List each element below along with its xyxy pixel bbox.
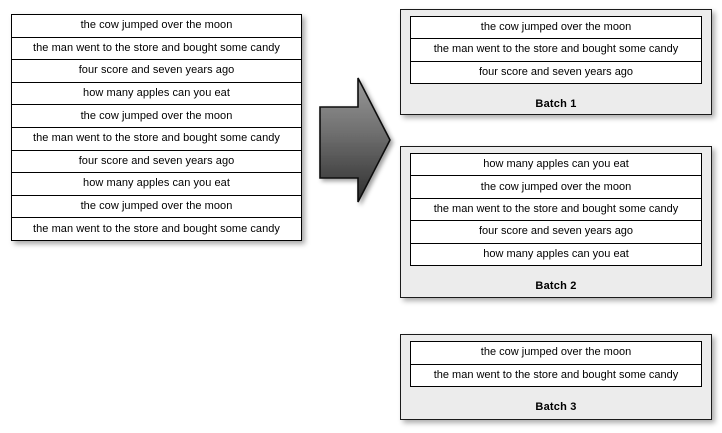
batch-1-label: Batch 1 — [535, 98, 577, 110]
sentence-row: four score and seven years ago — [411, 221, 701, 244]
sentence-row: the cow jumped over the moon — [12, 105, 301, 128]
sentence-row: how many apples can you eat — [483, 247, 629, 260]
sentence-row: four score and seven years ago — [478, 65, 634, 78]
batch-2-label: Batch 2 — [535, 280, 577, 292]
batch-3-sentence-list: the cow jumped over the moon the man went… — [410, 341, 702, 387]
sentence-row: four score and seven years ago — [12, 151, 301, 174]
sentence-row: how many apples can you eat — [12, 83, 301, 106]
sentence-row: the man went to the store and bought som… — [411, 39, 701, 62]
batch-3-label: Batch 3 — [535, 401, 577, 413]
sentence-row: how many apples can you eat — [12, 173, 301, 196]
sentence-row: four score and seven years ago — [12, 60, 301, 83]
sentence-row: the cow jumped over the moon — [411, 176, 701, 199]
right-block-arrow-icon — [312, 70, 398, 210]
sentence-row: the man went to the store and bought som… — [12, 38, 301, 61]
sentence-row: the cow jumped over the moon — [12, 15, 301, 38]
batch-panel-3: the cow jumped over the moon the man went… — [400, 334, 712, 420]
sentence-row: the man went to the store and bought som… — [12, 128, 301, 151]
sentence-row: the cow jumped over the moon — [12, 196, 301, 219]
sentence-row: the man went to the store and bought som… — [433, 368, 679, 381]
sentence-row: the man went to the store and bought som… — [33, 222, 280, 235]
sentence-row: the cow jumped over the moon — [411, 342, 701, 365]
sentence-row: how many apples can you eat — [411, 154, 701, 177]
sentence-row: the cow jumped over the moon — [411, 17, 701, 40]
sentence-row: the man went to the store and bought som… — [411, 199, 701, 222]
